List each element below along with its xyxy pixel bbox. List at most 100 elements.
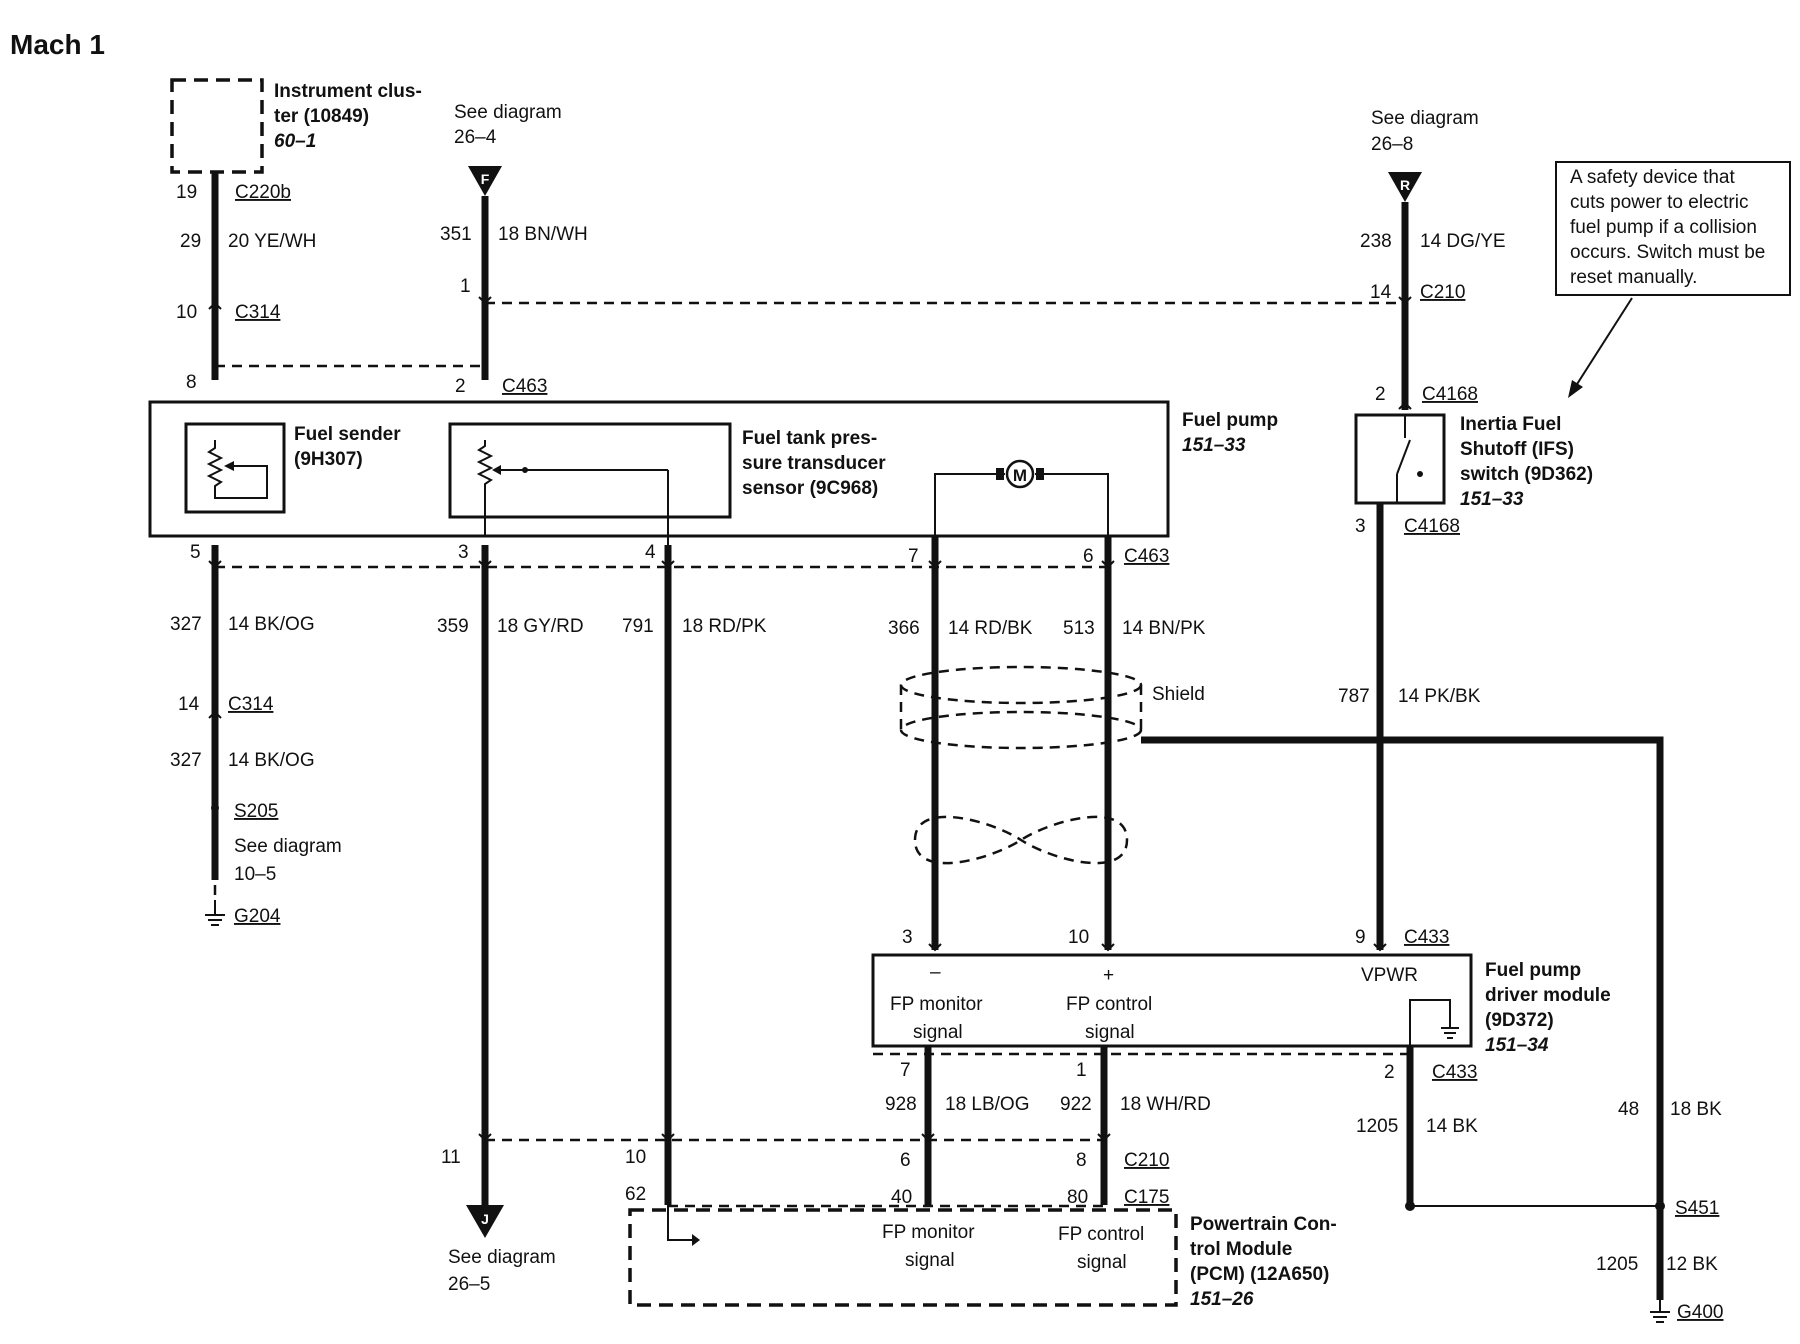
splice-s205 [211, 804, 219, 812]
pcm-label-3: (PCM) (12A650) [1190, 1264, 1329, 1285]
circuit-922-number: 922 [1060, 1094, 1092, 1115]
note-line-4: occurs. Switch must be [1570, 242, 1765, 263]
pcm-monitor-label-2: signal [905, 1250, 955, 1271]
fuel-pump-ref: 151–33 [1182, 435, 1246, 456]
shield-icon [899, 665, 1143, 750]
pin-14-b: 14 [1370, 282, 1392, 303]
ifs-label-3: switch (9D362) [1460, 464, 1593, 485]
see-diagram-g204-ref: 10–5 [234, 864, 276, 885]
connector-c314-a: C314 [235, 302, 281, 323]
fpdm-label-1: Fuel pump [1485, 960, 1581, 981]
instrument-cluster-ref: 60–1 [274, 131, 316, 152]
pin-7-b: 7 [900, 1060, 911, 1081]
circuit-327-a-code: 14 BK/OG [228, 614, 315, 635]
fpdm-ref: 151–34 [1485, 1035, 1549, 1056]
ground-g400-icon [1650, 1300, 1670, 1323]
fuel-pump-box [148, 400, 1170, 538]
circuit-29-code: 20 YE/WH [228, 231, 316, 252]
circuit-327-b-code: 14 BK/OG [228, 750, 315, 771]
connector-c220b: C220b [235, 182, 291, 203]
note-line-2: cuts power to electric [1570, 192, 1748, 213]
circuit-327-a-number: 327 [170, 614, 202, 635]
pcm-control-label-1: FP control [1058, 1224, 1144, 1245]
circuit-366-code: 14 RD/BK [948, 618, 1033, 639]
see-diagram-g204-label: See diagram [234, 836, 342, 857]
pin-14: 14 [178, 694, 200, 715]
shield-label: Shield [1152, 684, 1205, 705]
connector-c210-b: C210 [1124, 1150, 1169, 1171]
pin-6: 6 [1083, 546, 1094, 567]
see-diagram-j-arrow-icon: J [466, 1205, 504, 1238]
ifs-switch-box [1354, 413, 1446, 505]
pin-10-c: 10 [1068, 927, 1089, 948]
pin-2-b: 2 [1375, 384, 1386, 405]
circuit-922-code: 18 WH/RD [1120, 1094, 1211, 1115]
ifs-switch-contact-icon [1396, 415, 1423, 503]
circuit-787-code: 14 PK/BK [1398, 686, 1481, 707]
connector-c433-a: C433 [1404, 927, 1449, 948]
ifs-ref: 151–33 [1460, 489, 1524, 510]
circuit-787-number: 787 [1338, 686, 1370, 707]
circuit-238-code: 14 DG/YE [1420, 231, 1506, 252]
circuit-1205-a-code: 14 BK [1426, 1116, 1478, 1137]
circuit-791-code: 18 RD/PK [682, 616, 767, 637]
connector-c4168-a: C4168 [1422, 384, 1478, 405]
connector-g400: G400 [1677, 1302, 1723, 1323]
svg-text:R: R [1400, 177, 1410, 193]
splice-s451 [1655, 1201, 1665, 1211]
note-line-5: reset manually. [1570, 267, 1697, 288]
fpdm-label-2: driver module [1485, 985, 1611, 1006]
circuit-359-code: 18 GY/RD [497, 616, 584, 637]
circuit-513-number: 513 [1063, 618, 1095, 639]
fpdm-label-3: (9D372) [1485, 1010, 1554, 1031]
connector-g204: G204 [234, 906, 281, 927]
circuit-513-code: 14 BN/PK [1122, 618, 1206, 639]
see-diagram-f-arrow-icon: F [468, 166, 502, 196]
svg-text:F: F [481, 171, 490, 187]
pin-80: 80 [1067, 1187, 1088, 1208]
connector-ticks [208, 296, 1412, 1142]
ftpt-sensor-box [448, 422, 732, 519]
pin-19: 19 [176, 182, 197, 203]
circuit-48-code: 18 BK [1670, 1099, 1722, 1120]
see-diagram-r-arrow-icon: R [1388, 172, 1422, 202]
see-diagram-f-label: See diagram [454, 102, 562, 123]
pin-7: 7 [908, 546, 919, 567]
pin-3: 3 [458, 542, 469, 563]
pin-62: 62 [625, 1184, 646, 1205]
fuel-pump-label: Fuel pump [1182, 410, 1278, 431]
circuit-327-b-number: 327 [170, 750, 202, 771]
pin-40: 40 [891, 1187, 912, 1208]
see-diagram-r-label: See diagram [1371, 108, 1479, 129]
pin-4: 4 [645, 542, 656, 563]
circuit-928-code: 18 LB/OG [945, 1094, 1030, 1115]
fuel-sender-label-1: Fuel sender [294, 424, 401, 445]
note-arrow-icon [1568, 297, 1633, 398]
circuit-1205-b-code: 12 BK [1666, 1254, 1718, 1275]
pin-10-b: 10 [625, 1147, 646, 1168]
connector-c463-a: C463 [502, 376, 547, 397]
connector-s451: S451 [1675, 1198, 1719, 1219]
fpdm-internal-ground-icon [1409, 999, 1459, 1046]
fpdm-control-label-2: signal [1085, 1022, 1135, 1043]
circuit-48-number: 48 [1618, 1099, 1639, 1120]
pin-3-c: 3 [902, 927, 913, 948]
instrument-cluster-label-2: ter (10849) [274, 106, 369, 127]
pin-2: 2 [455, 376, 466, 397]
svg-text:M: M [1013, 466, 1027, 485]
connector-c314-b: C314 [228, 694, 274, 715]
circuit-791-number: 791 [622, 616, 654, 637]
fpdm-control-label-1: FP control [1066, 994, 1152, 1015]
fuel-sender-box [184, 422, 286, 514]
connector-c463-b: C463 [1124, 546, 1169, 567]
note-line-1: A safety device that [1570, 167, 1735, 188]
fpdm-vpwr: VPWR [1361, 965, 1418, 986]
circuit-351-code: 18 BN/WH [498, 224, 588, 245]
svg-text:J: J [481, 1211, 489, 1227]
fpdm-minus: – [930, 962, 941, 983]
ifs-label-2: Shutoff (IFS) [1460, 439, 1574, 460]
fuel-sender-label-2: (9H307) [294, 449, 363, 470]
note-box [1555, 161, 1791, 296]
ifs-label-1: Inertia Fuel [1460, 414, 1561, 435]
